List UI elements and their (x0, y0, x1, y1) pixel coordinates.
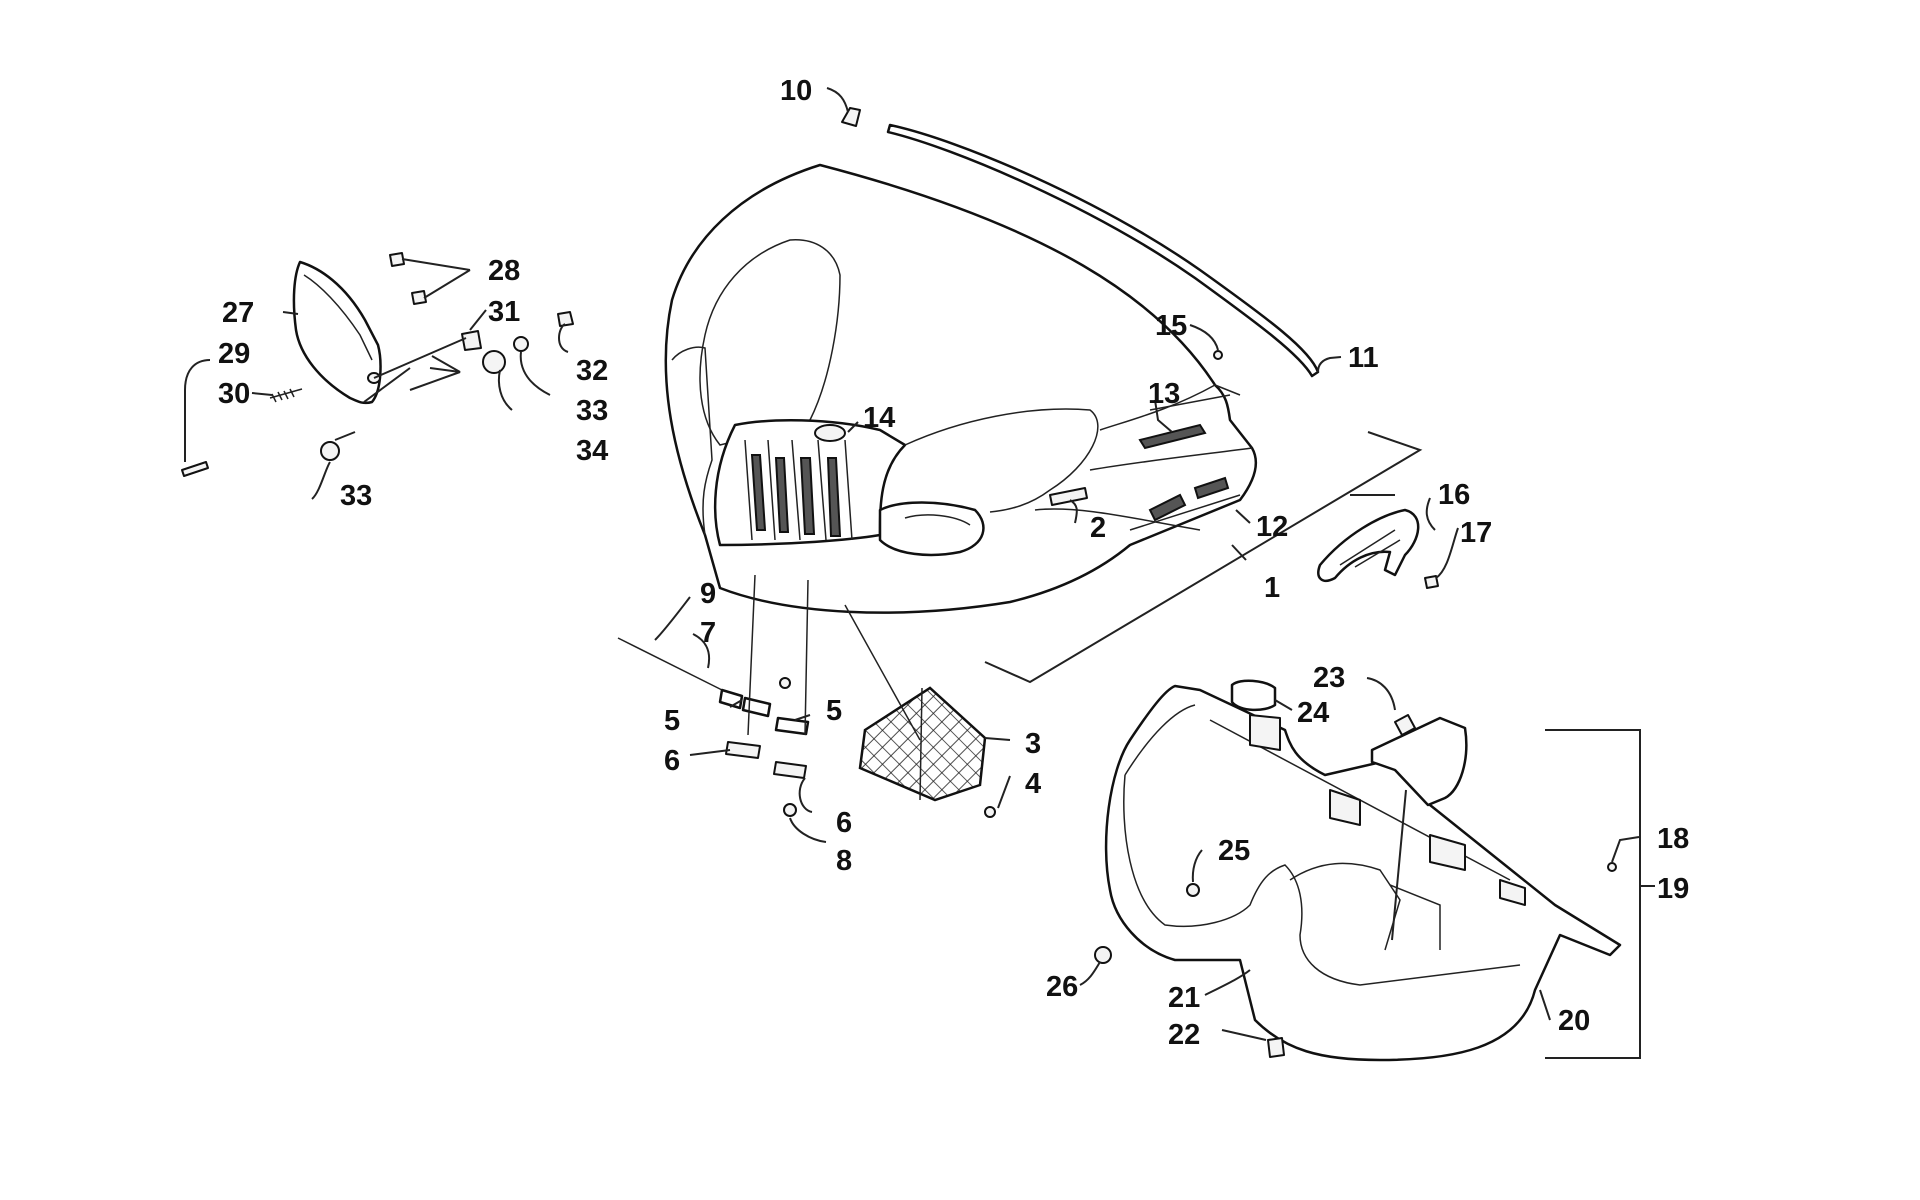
callout-33a: 33 (576, 395, 608, 427)
callout-17: 17 (1460, 517, 1492, 549)
callout-28: 28 (488, 255, 520, 287)
callout-1: 1 (1264, 572, 1280, 604)
callout-8: 8 (836, 845, 852, 877)
callout-6a: 6 (664, 745, 680, 777)
mesh-grille (858, 686, 987, 802)
callout-30: 30 (218, 378, 250, 410)
seal-strip (886, 123, 1320, 378)
callout-4: 4 (1025, 768, 1041, 800)
callout-labels: 1 2 3 4 5 5 6 6 7 8 9 10 11 12 13 14 15 … (218, 75, 1689, 1051)
callout-11: 11 (1348, 342, 1379, 374)
callout-13: 13 (1148, 378, 1180, 410)
callout-26: 26 (1046, 971, 1078, 1003)
callout-24: 24 (1297, 697, 1329, 729)
callout-32: 32 (576, 355, 608, 387)
callout-19: 19 (1657, 873, 1689, 905)
callout-3: 3 (1025, 728, 1041, 760)
leader-lines (184, 87, 1655, 1059)
callout-23: 23 (1313, 662, 1345, 694)
callout-7: 7 (700, 617, 716, 649)
callout-21: 21 (1168, 982, 1200, 1014)
hood-assembly (664, 163, 1257, 614)
foam-roll (1230, 679, 1277, 712)
callout-25: 25 (1218, 835, 1250, 867)
callout-18: 18 (1657, 823, 1689, 855)
callout-22: 22 (1168, 1019, 1200, 1051)
hinge-pin (841, 107, 861, 127)
tray-pad (1370, 716, 1468, 807)
callout-10: 10 (780, 75, 812, 107)
callout-27: 27 (222, 297, 254, 329)
callout-15: 15 (1155, 310, 1187, 342)
callout-9: 9 (700, 578, 716, 610)
callout-6b: 6 (836, 807, 852, 839)
callout-12: 12 (1256, 511, 1288, 543)
callout-20: 20 (1558, 1005, 1590, 1037)
callout-16: 16 (1438, 479, 1470, 511)
callout-5a: 5 (664, 705, 680, 737)
windshield (292, 260, 382, 405)
support-rod (617, 637, 723, 691)
storage-tray (1104, 684, 1622, 1062)
callout-2: 2 (1090, 512, 1106, 544)
grab-handle (1317, 508, 1420, 582)
callout-31: 31 (488, 296, 520, 328)
callout-34: 34 (576, 435, 608, 467)
callout-29: 29 (218, 338, 250, 370)
callout-14: 14 (863, 402, 895, 434)
callout-33b: 33 (340, 480, 372, 512)
callout-5b: 5 (826, 695, 842, 727)
